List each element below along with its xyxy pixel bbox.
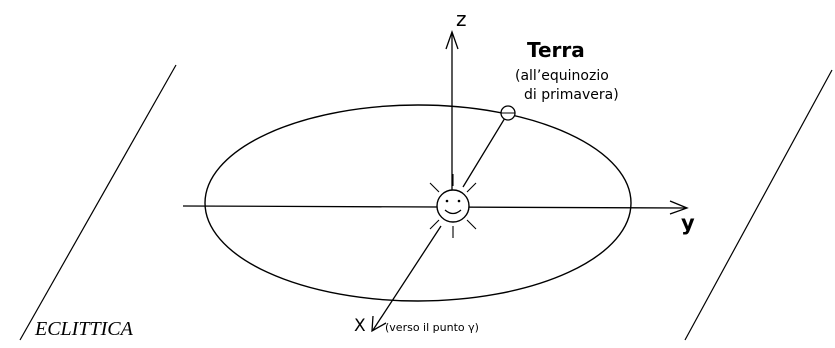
y-axis: [182, 205, 687, 209]
earth-orbit: [204, 104, 632, 302]
z-axis-arrowhead: [445, 30, 459, 50]
plane-edge-right: [684, 69, 833, 341]
earth-note-line1: (all’equinozio: [515, 68, 609, 84]
y-axis-label: y: [681, 211, 695, 235]
x-axis-label: X: [354, 316, 366, 336]
ecliptic-label: ECLITTICA: [34, 318, 134, 340]
earth-icon: [500, 105, 516, 121]
z-axis-label: z: [456, 7, 467, 31]
earth-title: Terra: [527, 38, 585, 62]
earth-note-line2: di primavera): [524, 87, 619, 103]
x-axis-note: (verso il punto γ): [385, 321, 479, 334]
x-axis-arrowhead: [371, 315, 387, 333]
x-axis: [372, 225, 442, 331]
y-axis-arrowhead: [669, 200, 689, 215]
sun-icon: [429, 174, 477, 238]
sun-earth-line: [462, 112, 509, 188]
plane-edge-left: [19, 64, 177, 341]
